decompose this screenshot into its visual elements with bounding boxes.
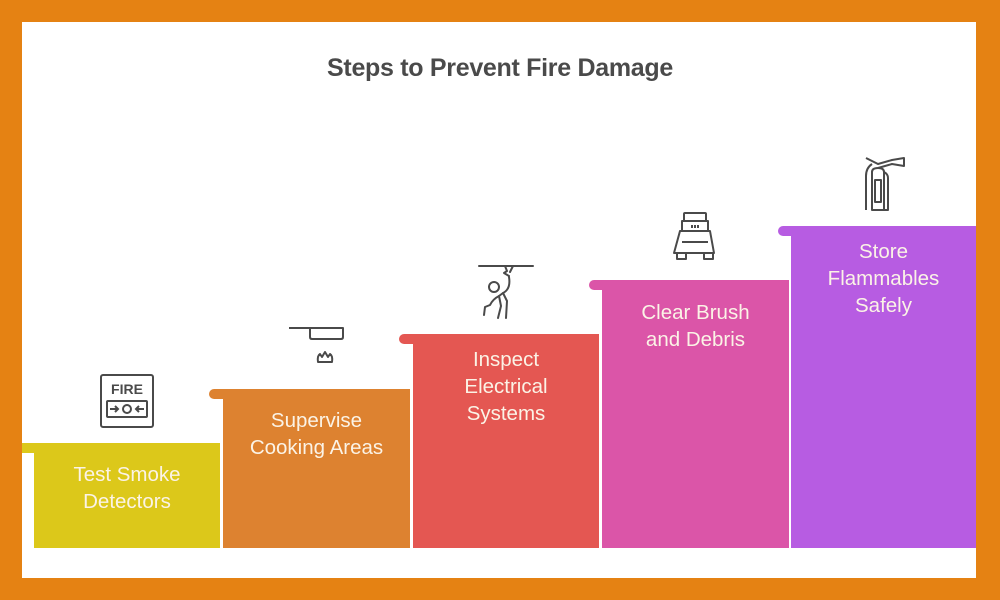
step-cap	[589, 280, 789, 290]
step-bar	[34, 443, 220, 548]
electrician-icon	[477, 263, 535, 321]
step-bar	[791, 226, 976, 548]
step-label: Inspect Electrical Systems	[464, 348, 548, 425]
page-title: Steps to Prevent Fire Damage	[327, 54, 673, 82]
cooking-pan-flame-icon	[288, 325, 348, 367]
step-cap	[399, 334, 599, 344]
svg-text:FIRE: FIRE	[111, 381, 143, 397]
step-bar	[602, 280, 789, 548]
fire-extinguisher-icon	[860, 154, 910, 214]
step-label: Test Smoke Detectors	[73, 463, 181, 513]
step-bar	[413, 334, 599, 548]
step-label: Clear Brush and Debris	[641, 301, 750, 351]
step-cap	[778, 226, 976, 236]
step-bar	[223, 389, 410, 548]
step-cap	[209, 389, 410, 399]
step-cap	[22, 443, 220, 453]
step-label: Supervise Cooking Areas	[249, 409, 384, 459]
brush-cutter-icon	[668, 211, 724, 265]
fire-alarm-icon: FIRE	[99, 373, 155, 429]
step-label: Store Flammables Safely	[827, 240, 940, 317]
